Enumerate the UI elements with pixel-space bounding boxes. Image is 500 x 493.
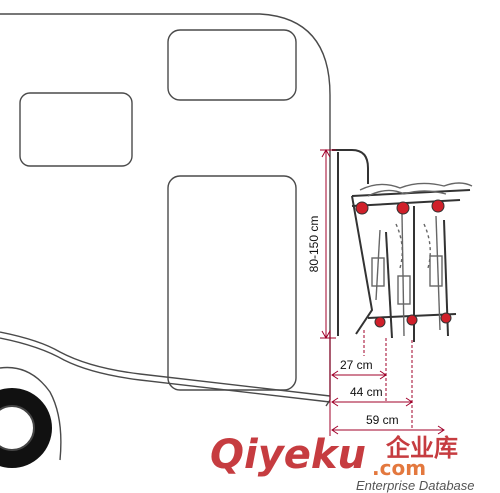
watermark-brand-latin: Qiyeku [210,432,366,478]
door [167,175,297,391]
window-left [19,92,133,167]
bike-carrier [332,149,471,342]
bikes [359,182,473,337]
window-top-right [167,29,297,101]
red-clamps [355,199,452,328]
horizontal-dimensions [329,330,445,436]
watermark-domain: .com [372,456,426,480]
dimension-44cm: 44 cm [350,385,383,399]
vertical-dimension-label: 80-150 cm [307,216,321,273]
watermark-tagline: Enterprise Database [356,478,475,493]
watermark-brand-cn: 企业库 [386,434,458,462]
motorhome-body [0,13,331,407]
dimension-27cm: 27 cm [340,358,373,372]
wheel [0,366,62,468]
vertical-dimension: 80-150 cm [307,148,336,340]
watermark: Qiyeku 企业库 .com Enterprise Database [210,432,475,493]
dimension-59cm: 59 cm [366,413,399,427]
